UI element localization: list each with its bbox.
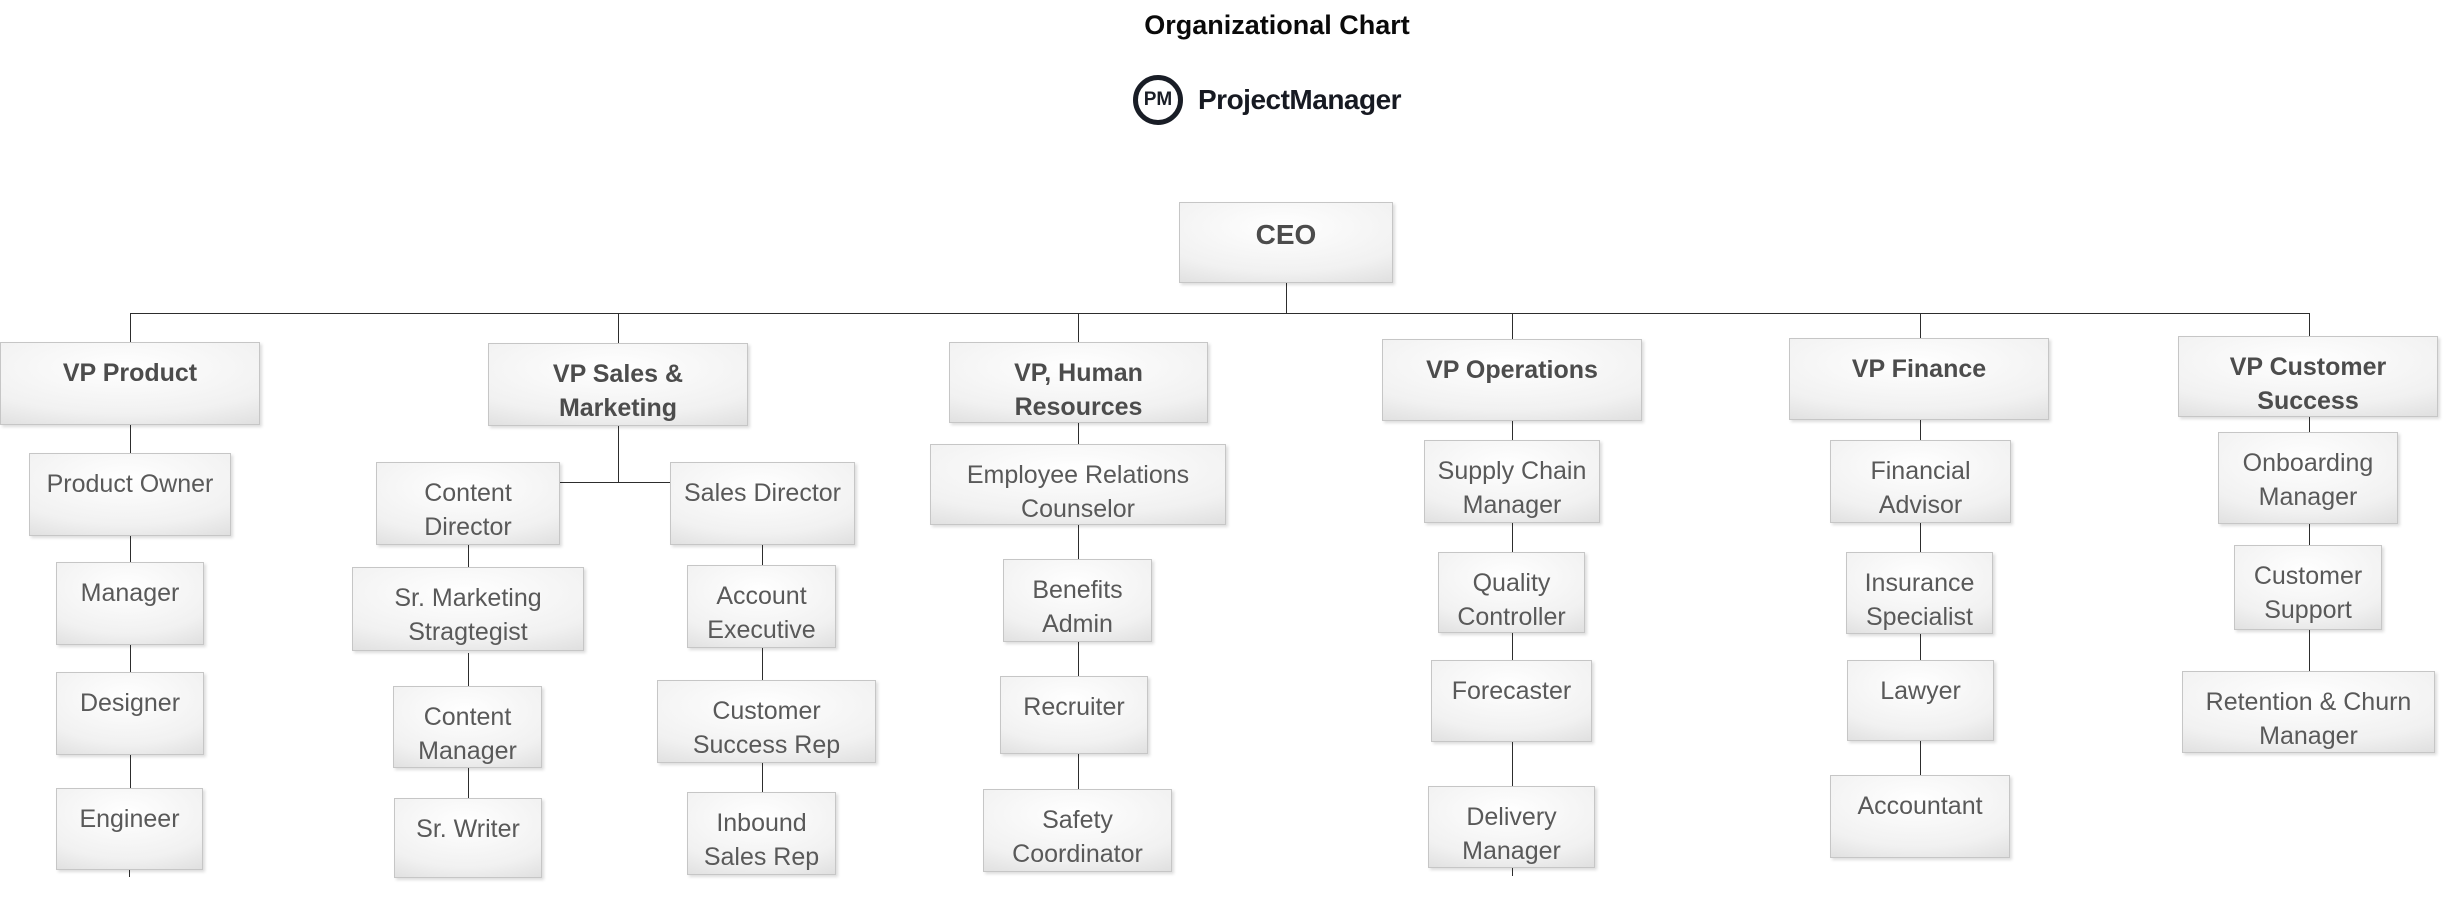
org-node-customer-support[interactable]: Customer Support — [2234, 545, 2382, 630]
org-node-onboarding-manager[interactable]: Onboarding Manager — [2218, 432, 2398, 524]
org-node-sales-director[interactable]: Sales Director — [670, 462, 855, 545]
connector — [1078, 423, 1079, 444]
connector-stub — [1512, 868, 1513, 876]
connector-drop-ops — [1512, 313, 1513, 339]
org-node-customer-success-rep[interactable]: Customer Success Rep — [657, 680, 876, 763]
page-title: Organizational Chart — [1144, 10, 1410, 40]
connector — [1512, 633, 1513, 660]
connector — [1920, 634, 1921, 660]
org-node-delivery-manager[interactable]: Delivery Manager — [1428, 786, 1595, 868]
connector — [1512, 523, 1513, 552]
org-node-vp-sales-marketing[interactable]: VP Sales & Marketing — [488, 343, 748, 426]
org-node-vp-finance[interactable]: VP Finance — [1789, 338, 2049, 420]
connector-ceo-drop — [1286, 283, 1287, 313]
org-node-recruiter[interactable]: Recruiter — [1000, 676, 1148, 754]
org-node-financial-advisor[interactable]: Financial Advisor — [1830, 440, 2011, 523]
connector-drop-finance — [1920, 313, 1921, 338]
connector-drop-hr — [1078, 313, 1079, 342]
org-node-employee-relations-counselor[interactable]: Employee Relations Counselor — [930, 444, 1226, 525]
connector — [1512, 421, 1513, 440]
org-node-ceo[interactable]: CEO — [1179, 202, 1393, 283]
org-node-supply-chain-manager[interactable]: Supply Chain Manager — [1424, 440, 1600, 523]
connector — [130, 645, 131, 672]
logo-brand-text: ProjectManager — [1198, 84, 1402, 115]
org-node-content-manager[interactable]: Content Manager — [393, 686, 542, 768]
connector-siblings — [560, 482, 670, 483]
org-node-designer[interactable]: Designer — [56, 672, 204, 755]
connector — [468, 545, 469, 567]
connector — [762, 545, 763, 565]
logo-monogram: PM — [1143, 89, 1173, 110]
org-node-vp-customer-success[interactable]: VP Customer Success — [2178, 336, 2438, 417]
connector — [468, 653, 469, 686]
connector — [130, 755, 131, 788]
connector-drop-product — [130, 313, 131, 342]
org-node-inbound-sales-rep[interactable]: Inbound Sales Rep — [687, 792, 836, 875]
org-node-account-executive[interactable]: Account Executive — [687, 565, 836, 648]
org-node-vp-product[interactable]: VP Product — [0, 342, 260, 425]
connector-trunk — [130, 313, 2310, 314]
connector — [130, 536, 131, 562]
connector — [1920, 420, 1921, 440]
connector-drop-cs — [2309, 313, 2310, 336]
connector — [1920, 523, 1921, 552]
connector — [1512, 742, 1513, 786]
org-node-sr-marketing-strategist[interactable]: Sr. Marketing Stragtegist — [352, 567, 584, 651]
connector — [618, 426, 619, 482]
connector — [1920, 741, 1921, 775]
org-node-lawyer[interactable]: Lawyer — [1847, 660, 1994, 741]
connector — [762, 763, 763, 792]
org-node-benefits-admin[interactable]: Benefits Admin — [1003, 559, 1152, 642]
connector — [1078, 642, 1079, 676]
org-node-engineer[interactable]: Engineer — [56, 788, 203, 870]
org-node-safety-coordinator[interactable]: Safety Coordinator — [983, 789, 1172, 872]
org-node-retention-churn-manager[interactable]: Retention & Churn Manager — [2182, 671, 2435, 753]
projectmanager-logo-icon: PM — [1133, 75, 1183, 125]
connector-drop-sales — [618, 313, 619, 343]
connector — [468, 768, 469, 798]
org-node-quality-controller[interactable]: Quality Controller — [1438, 552, 1585, 633]
org-node-sr-writer[interactable]: Sr. Writer — [394, 798, 542, 878]
connector — [2309, 524, 2310, 545]
connector — [2309, 630, 2310, 671]
org-node-vp-operations[interactable]: VP Operations — [1382, 339, 1642, 421]
connector — [1078, 754, 1079, 789]
org-node-accountant[interactable]: Accountant — [1830, 775, 2010, 858]
connector — [1078, 525, 1079, 559]
org-node-content-director[interactable]: Content Director — [376, 462, 560, 545]
org-node-forecaster[interactable]: Forecaster — [1431, 660, 1592, 742]
connector — [2309, 417, 2310, 432]
org-node-vp-human-resources[interactable]: VP, Human Resources — [949, 342, 1208, 423]
connector — [762, 648, 763, 680]
org-node-product-owner[interactable]: Product Owner — [29, 453, 231, 536]
connector-stub — [129, 870, 130, 877]
org-node-insurance-specialist[interactable]: Insurance Specialist — [1846, 552, 1993, 634]
connector — [130, 425, 131, 453]
org-node-manager[interactable]: Manager — [56, 562, 204, 645]
